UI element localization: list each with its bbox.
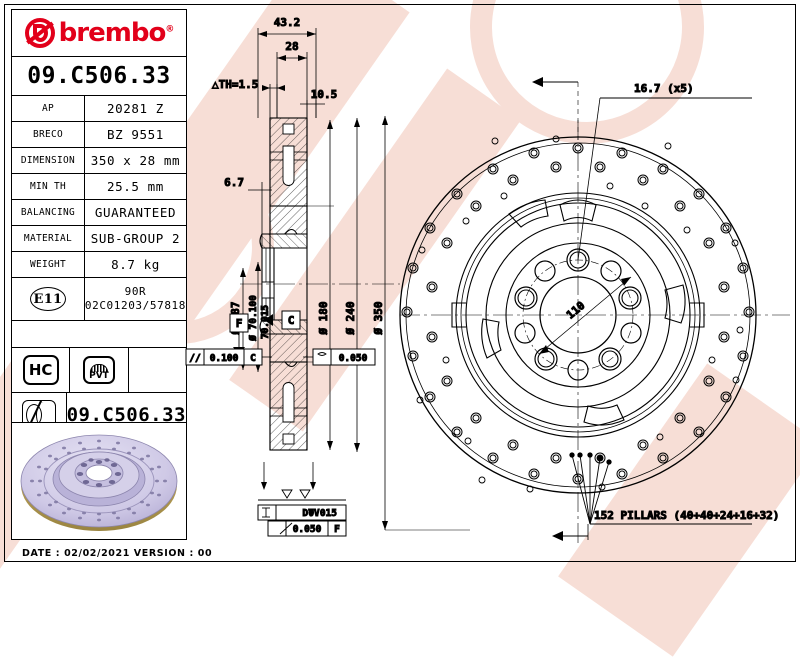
sheet-border — [4, 4, 796, 562]
table-row: DIMENSION 350 x 28 mm — [12, 148, 186, 174]
pcd-dimension — [538, 276, 632, 355]
diameter-dimensions — [240, 116, 470, 531]
product-render — [11, 422, 187, 540]
pcd-callout: 110 — [564, 299, 588, 322]
badge-row: HC PVT — [12, 348, 186, 393]
parallelism-datum: C — [250, 353, 256, 364]
bolt-hole-callout: 16.7 (x5) — [634, 82, 694, 95]
part-number-cell: 09.C506.33 — [12, 57, 186, 96]
row-key: AP — [12, 96, 85, 121]
dim-th-wear: △TH=1.5 — [212, 78, 258, 91]
pvt-label: PVT — [89, 371, 109, 381]
top-dimensions — [257, 28, 325, 118]
row-value: GUARANTEED — [94, 205, 177, 220]
runout-datum: F — [334, 524, 340, 535]
brembo-mark-icon — [24, 18, 55, 48]
brembo-logo: brembo® — [12, 10, 186, 57]
table-row: WEIGHT 8.7 kg — [12, 252, 186, 278]
dim-hat-offset: 10.5 — [311, 88, 338, 101]
brand-text: brembo — [58, 18, 167, 48]
row-key: MATERIAL — [12, 226, 85, 251]
runout-frame — [267, 520, 347, 537]
datum-c-symbol — [264, 310, 301, 330]
table-row: BALANCING GUARANTEED — [12, 200, 186, 226]
render-drill-holes — [30, 439, 167, 522]
dim-hat-height: 6.7 — [224, 176, 244, 189]
row-key: MIN TH — [12, 174, 85, 199]
row-value: SUB-GROUP 2 — [90, 231, 181, 246]
braking-band-inner — [455, 192, 701, 438]
drill-holes-outer — [401, 142, 755, 485]
e-mark-circle: E11 — [29, 287, 66, 311]
dia-350-label: Ø 350 — [372, 301, 385, 335]
table-row: AP 20281 Z — [12, 96, 186, 122]
profile-frame — [303, 348, 376, 366]
pvt-badge-icon: PVT — [82, 356, 115, 384]
dia-bore-upper: Ø 70.100 — [248, 295, 259, 342]
drive-tabs — [451, 302, 705, 328]
face-view — [399, 120, 790, 545]
lightening-holes — [514, 260, 642, 381]
row-key: WEIGHT — [12, 252, 85, 277]
dim-disc-thickness: 28 — [285, 40, 298, 53]
dia-180-label: Ø 180 — [317, 301, 330, 335]
datum-f-label: F — [236, 317, 243, 330]
e-mark: E11 — [12, 278, 85, 320]
pillars-callout: 152 PILLARS (40+40+24+16+32) — [594, 509, 779, 522]
table-row: MIN TH 25.5 mm — [12, 174, 186, 200]
parallelism-symbol: // — [189, 353, 201, 364]
drill-holes-middle — [426, 161, 730, 464]
runout-value: 0.050 — [293, 524, 322, 535]
dtv-frame — [257, 504, 347, 521]
dim-hat-height-leader — [248, 182, 272, 248]
homologation-line2: 02C01203/57818 — [84, 299, 186, 312]
hc-cell: HC — [12, 348, 71, 392]
hat-outer — [465, 202, 691, 428]
mounting-holes — [514, 248, 642, 371]
footer-date: DATE : 02/02/2021 VERSION : 00 — [22, 548, 213, 559]
row-value: 350 x 28 mm — [90, 153, 181, 168]
spec-table: brembo® 09.C506.33 AP 20281 Z BRECO BZ 9… — [11, 9, 187, 438]
pillars-leader — [552, 452, 752, 541]
row-value: 20281 Z — [107, 101, 164, 116]
section-view — [240, 117, 400, 451]
dia-240-label: Ø 240 — [344, 301, 357, 335]
dtv-value: 0.015 — [308, 508, 337, 519]
drill-holes-small — [416, 135, 744, 493]
table-row: BRECO BZ 9551 — [12, 122, 186, 148]
homologation-line1: 90R — [124, 285, 147, 299]
hat-lobes — [481, 199, 686, 426]
pvt-cell: PVT — [70, 348, 129, 392]
blank-row — [12, 321, 186, 348]
section-arrows — [261, 462, 316, 490]
datum-c-label: C — [288, 314, 295, 327]
parallelism-value: 0.100 — [210, 353, 239, 364]
dim-overall-width: 43.2 — [274, 16, 301, 29]
centre-bore — [539, 276, 617, 354]
row-value: 25.5 mm — [107, 179, 164, 194]
row-key: DIMENSION — [12, 148, 85, 173]
profile-value: 0.050 — [339, 353, 368, 364]
part-number: 09.C506.33 — [27, 63, 171, 89]
row-value: 8.7 kg — [111, 257, 160, 272]
dtv-text: DTV — [302, 508, 319, 519]
row-key: BALANCING — [12, 200, 85, 225]
table-row: MATERIAL SUB-GROUP 2 — [12, 226, 186, 252]
hat-flange — [505, 242, 651, 388]
render-disc — [20, 434, 178, 531]
hc-badge-icon: HC — [22, 355, 59, 385]
parallelism-frame — [185, 348, 272, 366]
homologation-code: 90R 02C01203/57818 — [85, 278, 186, 320]
row-key: BRECO — [12, 122, 85, 147]
dtv-bracket — [258, 489, 346, 501]
brembo-wordmark: brembo® — [58, 18, 175, 48]
dia-bore-lower: 70.015 — [260, 305, 271, 340]
part-number-repeat: 09.C506.33 — [66, 404, 186, 426]
technical-drawing: 43.2 28 10.5 △TH=1.5 6.7 — [185, 16, 790, 545]
row-value: BZ 9551 — [107, 127, 164, 142]
homologation-row: E11 90R 02C01203/57818 — [12, 278, 186, 321]
